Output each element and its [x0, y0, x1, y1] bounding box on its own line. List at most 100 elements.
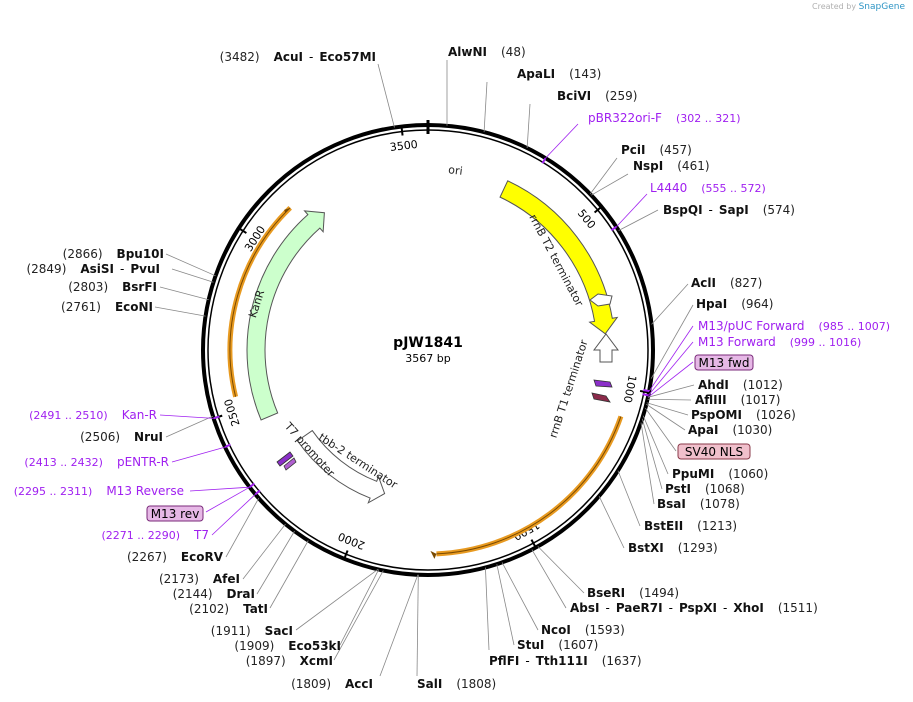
site-hpai[interactable]: HpaI(964): [696, 297, 773, 311]
site-afei[interactable]: (2173)AfeI: [159, 572, 240, 586]
primer-m13-reverse[interactable]: (2295 .. 2311)M13 Reverse: [14, 484, 184, 498]
leader-line: [339, 569, 380, 646]
site-nspi[interactable]: NspI(461): [633, 159, 710, 173]
svg-text:(2761)EcoNI: (2761)EcoNI: [61, 300, 153, 314]
tick-label: 3500: [389, 138, 418, 154]
site-bcivi[interactable]: BciVI(259): [557, 89, 637, 103]
tag-m13-rev[interactable]: M13 rev: [146, 505, 204, 522]
site-name: AbsI: [570, 601, 599, 615]
feature-rrnb-t1[interactable]: [593, 333, 619, 363]
svg-text:(2173)AfeI: (2173)AfeI: [159, 572, 240, 586]
primer-l4440[interactable]: L4440(555 .. 572): [650, 181, 766, 195]
site-asisi-pvui[interactable]: (2849)AsiSI-PvuI: [26, 262, 160, 276]
site-ppumi[interactable]: PpuMI(1060): [672, 467, 768, 481]
primer-hook-l4440: [610, 226, 617, 231]
svg-text:(2271 .. 2290)T7: (2271 .. 2290)T7: [101, 528, 209, 542]
site-bseri[interactable]: BseRI(1494): [587, 586, 679, 600]
feature-ori[interactable]: [499, 180, 619, 335]
tag-m13-fwd[interactable]: M13 fwd: [694, 354, 754, 371]
site-bpu10i[interactable]: (2866)Bpu10I: [63, 247, 164, 261]
primer-m13-forward[interactable]: M13 Forward(999 .. 1016): [698, 335, 861, 349]
site-bsrfi[interactable]: (2803)BsrFI: [68, 280, 157, 294]
primer-range: (555 .. 572): [701, 182, 766, 195]
primer-name: pBR322ori-F: [588, 111, 662, 125]
site-bstxi[interactable]: BstXI(1293): [628, 541, 718, 555]
tick-label: 2500: [222, 397, 243, 428]
site-econi[interactable]: (2761)EcoNI: [61, 300, 153, 314]
site-pflfi-tth111i[interactable]: PflFI-Tth111I(1637): [489, 654, 642, 668]
svg-text:BstEII(1213): BstEII(1213): [644, 519, 737, 533]
site-pos: (1808): [456, 677, 496, 691]
primer-pbr322ori-f[interactable]: pBR322ori-F(302 .. 321): [588, 111, 741, 125]
site-absi-group[interactable]: AbsI-PaeR7I-PspXI-XhoI(1511): [570, 601, 818, 615]
band-arrowhead: [430, 550, 437, 559]
site-alwni[interactable]: AlwNI(48): [448, 45, 526, 59]
site-name: SacI: [265, 624, 293, 638]
site-ecorv[interactable]: (2267)EcoRV: [127, 550, 224, 564]
leader-line: [211, 494, 256, 536]
site-stui[interactable]: StuI(1607): [517, 638, 598, 652]
site-bsteii[interactable]: BstEII(1213): [644, 519, 737, 533]
site-psti[interactable]: PstI(1068): [665, 482, 745, 496]
feature-kanr[interactable]: [246, 210, 325, 421]
site-nrui[interactable]: (2506) NruI: [80, 430, 163, 444]
svg-text:HpaI(964): HpaI(964): [696, 297, 773, 311]
site-name: XcmI: [300, 654, 333, 668]
svg-text:pBR322ori-F(302 .. 321): pBR322ori-F(302 .. 321): [588, 111, 741, 125]
site-xcmi[interactable]: (1897) XcmI: [246, 654, 333, 668]
svg-text:StuI(1607): StuI(1607): [517, 638, 598, 652]
leader-line: [171, 446, 226, 463]
tag-sv40-nls[interactable]: SV40 NLS: [677, 443, 751, 460]
feature-m13-fwd-marker[interactable]: [593, 379, 613, 388]
site-pos: (1897): [246, 654, 286, 668]
feature-m13-rev-marker[interactable]: [283, 457, 297, 471]
feature-rrnb-t2[interactable]: [589, 293, 613, 307]
svg-text:PflFI-Tth111I(1637): PflFI-Tth111I(1637): [489, 654, 642, 668]
site-ncoi[interactable]: NcoI(1593): [541, 623, 625, 637]
site-pos: (2849): [26, 262, 66, 276]
svg-text:AflIII(1017): AflIII(1017): [695, 393, 780, 407]
feature-tbb2[interactable]: [296, 429, 386, 504]
primer-t7[interactable]: (2271 .. 2290)T7: [101, 528, 209, 542]
site-apai[interactable]: ApaI(1030): [688, 423, 772, 437]
site-name: NcoI: [541, 623, 571, 637]
primer-pentr-r[interactable]: (2413 .. 2432)pENTR-R: [24, 455, 169, 469]
leader-line: [205, 486, 250, 513]
site-afliii[interactable]: AflIII(1017): [695, 393, 780, 407]
site-sali[interactable]: SalI(1808): [417, 677, 496, 691]
site-pos: (827): [730, 276, 762, 290]
tick-label: 2000: [336, 529, 367, 551]
site-name: ApaI: [688, 423, 718, 437]
tag-label: SV40 NLS: [685, 445, 743, 459]
site-pos: (457): [660, 143, 692, 157]
site-drai[interactable]: (2144)DraI: [173, 587, 255, 601]
site-apali[interactable]: ApaLI(143): [517, 67, 601, 81]
svg-text:(2849)AsiSI-PvuI: (2849)AsiSI-PvuI: [26, 262, 160, 276]
site-pos: (2506): [80, 430, 120, 444]
site-acci[interactable]: (1809)AccI: [291, 677, 373, 691]
site-name: BsrFI: [122, 280, 157, 294]
primer-kan-r[interactable]: (2491 .. 2510)Kan-R: [29, 408, 157, 422]
site-acli[interactable]: AclI(827): [691, 276, 762, 290]
primer-m13-puc-forward[interactable]: M13/pUC Forward(985 .. 1007): [698, 319, 890, 333]
site-acui-eco57mi[interactable]: (3482)AcuI-Eco57MI: [220, 50, 376, 64]
tick-mark: [239, 227, 247, 234]
leader-line: [526, 103, 531, 149]
site-ahdi[interactable]: AhdI(1012): [698, 378, 783, 392]
tag-label: M13 rev: [151, 507, 200, 521]
site-pspomi[interactable]: PspOMI(1026): [691, 408, 796, 422]
site-pcii[interactable]: PciI(457): [621, 143, 692, 157]
leader-line: [645, 407, 677, 452]
site-eco53ki[interactable]: (1909)Eco53kI: [234, 639, 341, 653]
feature-t7-marker[interactable]: [276, 451, 294, 467]
site-saci[interactable]: (1911)SacI: [211, 624, 293, 638]
feature-sv40-marker[interactable]: [591, 392, 611, 403]
site-tati[interactable]: (2102)TatI: [189, 602, 268, 616]
site-name: NruI: [134, 430, 163, 444]
site-bsai[interactable]: BsaI(1078): [657, 497, 740, 511]
primer-name: Kan-R: [122, 408, 157, 422]
site-bspqi-sapi[interactable]: BspQI-SapI(574): [663, 203, 795, 217]
svg-text:(2413 .. 2432)pENTR-R: (2413 .. 2432)pENTR-R: [24, 455, 169, 469]
leader-line: [269, 540, 309, 609]
